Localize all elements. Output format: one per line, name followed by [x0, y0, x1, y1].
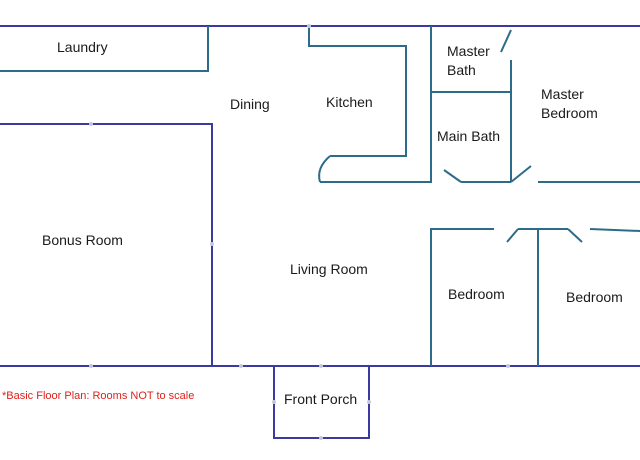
laundry-label: Laundry — [57, 39, 108, 55]
dining-label: Dining — [230, 96, 270, 112]
main-bath-door-left — [443, 169, 462, 183]
main-bath-door-right — [510, 165, 532, 183]
wall-node — [89, 122, 93, 126]
living-room-label: Living Room — [290, 261, 368, 277]
wall-node — [319, 364, 323, 368]
bedroom-right-label: Bedroom — [566, 289, 623, 305]
master-bath-label: Master Bath — [447, 42, 490, 80]
wall-node — [307, 24, 311, 28]
laundry-wall — [0, 26, 209, 72]
master-bath-label-line1: Master — [447, 43, 490, 59]
wall-node — [506, 364, 510, 368]
master-bedroom-label: Master Bedroom — [541, 85, 598, 123]
master-bath-door — [500, 29, 512, 53]
master-bedroom-label-line1: Master — [541, 86, 584, 102]
kitchen-label: Kitchen — [326, 94, 373, 110]
bedroom-left-door — [506, 228, 519, 243]
master-bath-label-line2: Bath — [447, 62, 476, 78]
wall-node — [367, 400, 371, 404]
wall-node — [210, 242, 214, 246]
front-porch-label: Front Porch — [284, 391, 358, 407]
bedroom-right-door — [567, 228, 583, 243]
master-bedroom-label-line2: Bedroom — [541, 105, 598, 121]
wall-node — [89, 364, 93, 368]
kitchen-counter-curve — [318, 155, 331, 183]
bonus-room-wall — [0, 123, 213, 366]
wall-node — [319, 436, 323, 440]
main-bath-label: Main Bath — [437, 128, 501, 144]
bonus-room-label: Bonus Room — [42, 232, 123, 248]
bedroom-left-label: Bedroom — [448, 286, 505, 302]
wall-nodes — [89, 24, 510, 440]
kitchen-wall — [308, 26, 407, 157]
bedroom-left-wall — [430, 228, 494, 366]
kitchen-back-wall — [320, 26, 432, 183]
bedroom-right-top-wall — [589, 228, 640, 232]
wall-node — [239, 364, 243, 368]
scale-note: *Basic Floor Plan: Rooms NOT to scale — [2, 390, 195, 402]
wall-node — [272, 400, 276, 404]
interior-walls — [0, 26, 640, 366]
